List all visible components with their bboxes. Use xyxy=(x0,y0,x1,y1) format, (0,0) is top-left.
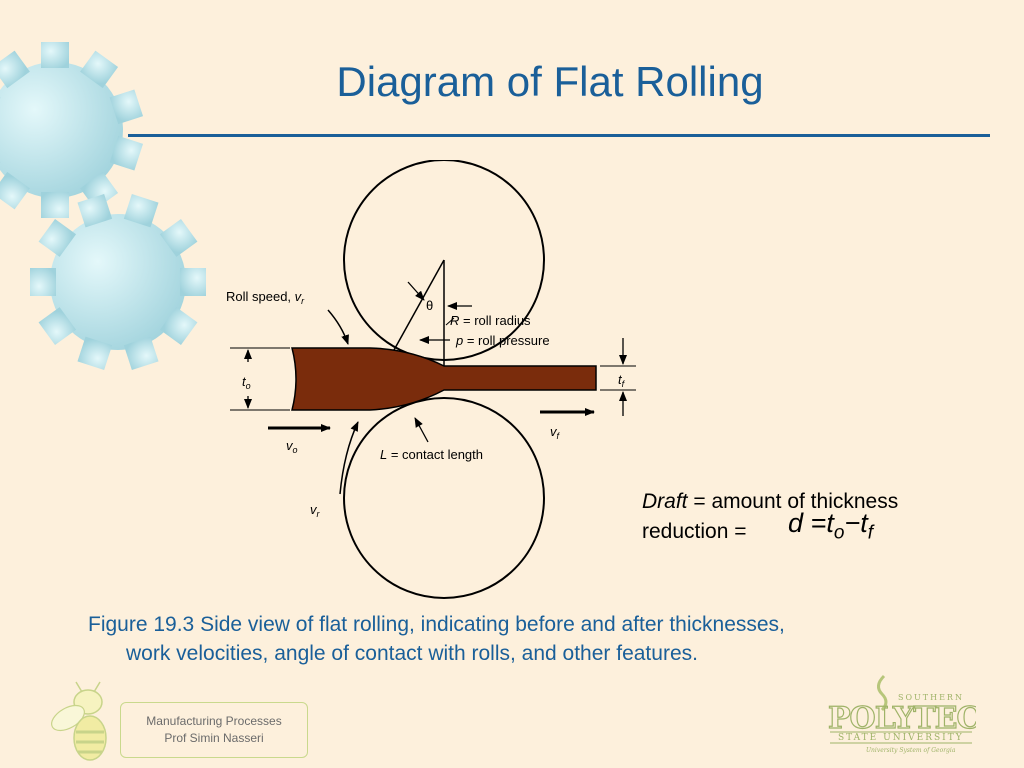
gear-icon xyxy=(0,42,144,218)
entry-velocity-label: vo xyxy=(286,438,298,455)
draft-formula: d =to−tf xyxy=(788,508,873,544)
draft-definition: Draft = amount of thickness reduction = xyxy=(642,487,898,547)
exit-thickness-label: tf xyxy=(618,372,626,389)
slide-title: Diagram of Flat Rolling xyxy=(336,58,764,105)
svg-text:POLYTECHNIC: POLYTECHNIC xyxy=(828,701,976,736)
roll-speed-label: Roll speed, vr xyxy=(226,289,305,306)
lower-roll xyxy=(343,397,545,599)
roll-velocity-label: vr xyxy=(310,502,321,519)
draft-definition-text: = amount of thickness xyxy=(687,490,899,513)
svg-text:University System of Georgia: University System of Georgia xyxy=(866,747,956,754)
flat-rolling-diagram: Roll speed, vr θ R = roll radius p = rol… xyxy=(226,160,636,599)
footer-box: Manufacturing Processes Prof Simin Nasse… xyxy=(120,702,308,758)
course-name: Manufacturing Processes xyxy=(146,714,282,728)
gear-icon xyxy=(30,193,206,371)
draft-reduction-text: reduction = xyxy=(642,520,747,543)
title-divider xyxy=(128,134,990,137)
entry-thickness-label: to xyxy=(242,374,251,391)
university-logo: SOUTHERN POLYTECHNIC STATE UNIVERSITY Un… xyxy=(827,674,976,754)
figure-caption: Figure 19.3 Side view of flat rolling, i… xyxy=(88,613,785,665)
svg-text:SOUTHERN: SOUTHERN xyxy=(898,693,964,702)
svg-text:STATE UNIVERSITY: STATE UNIVERSITY xyxy=(838,733,964,743)
contact-length-label: L = contact length xyxy=(380,447,483,462)
draft-term: Draft xyxy=(642,490,688,513)
theta-label: θ xyxy=(426,298,433,313)
instructor-name: Prof Simin Nasseri xyxy=(164,731,264,745)
bee-mascot-icon xyxy=(51,681,107,761)
roll-radius-label: R = roll radius xyxy=(450,313,531,328)
roll-pressure-label: p = roll pressure xyxy=(455,333,550,348)
workpiece xyxy=(291,347,597,411)
exit-velocity-label: vf xyxy=(550,424,561,441)
gears-decoration xyxy=(0,42,206,371)
